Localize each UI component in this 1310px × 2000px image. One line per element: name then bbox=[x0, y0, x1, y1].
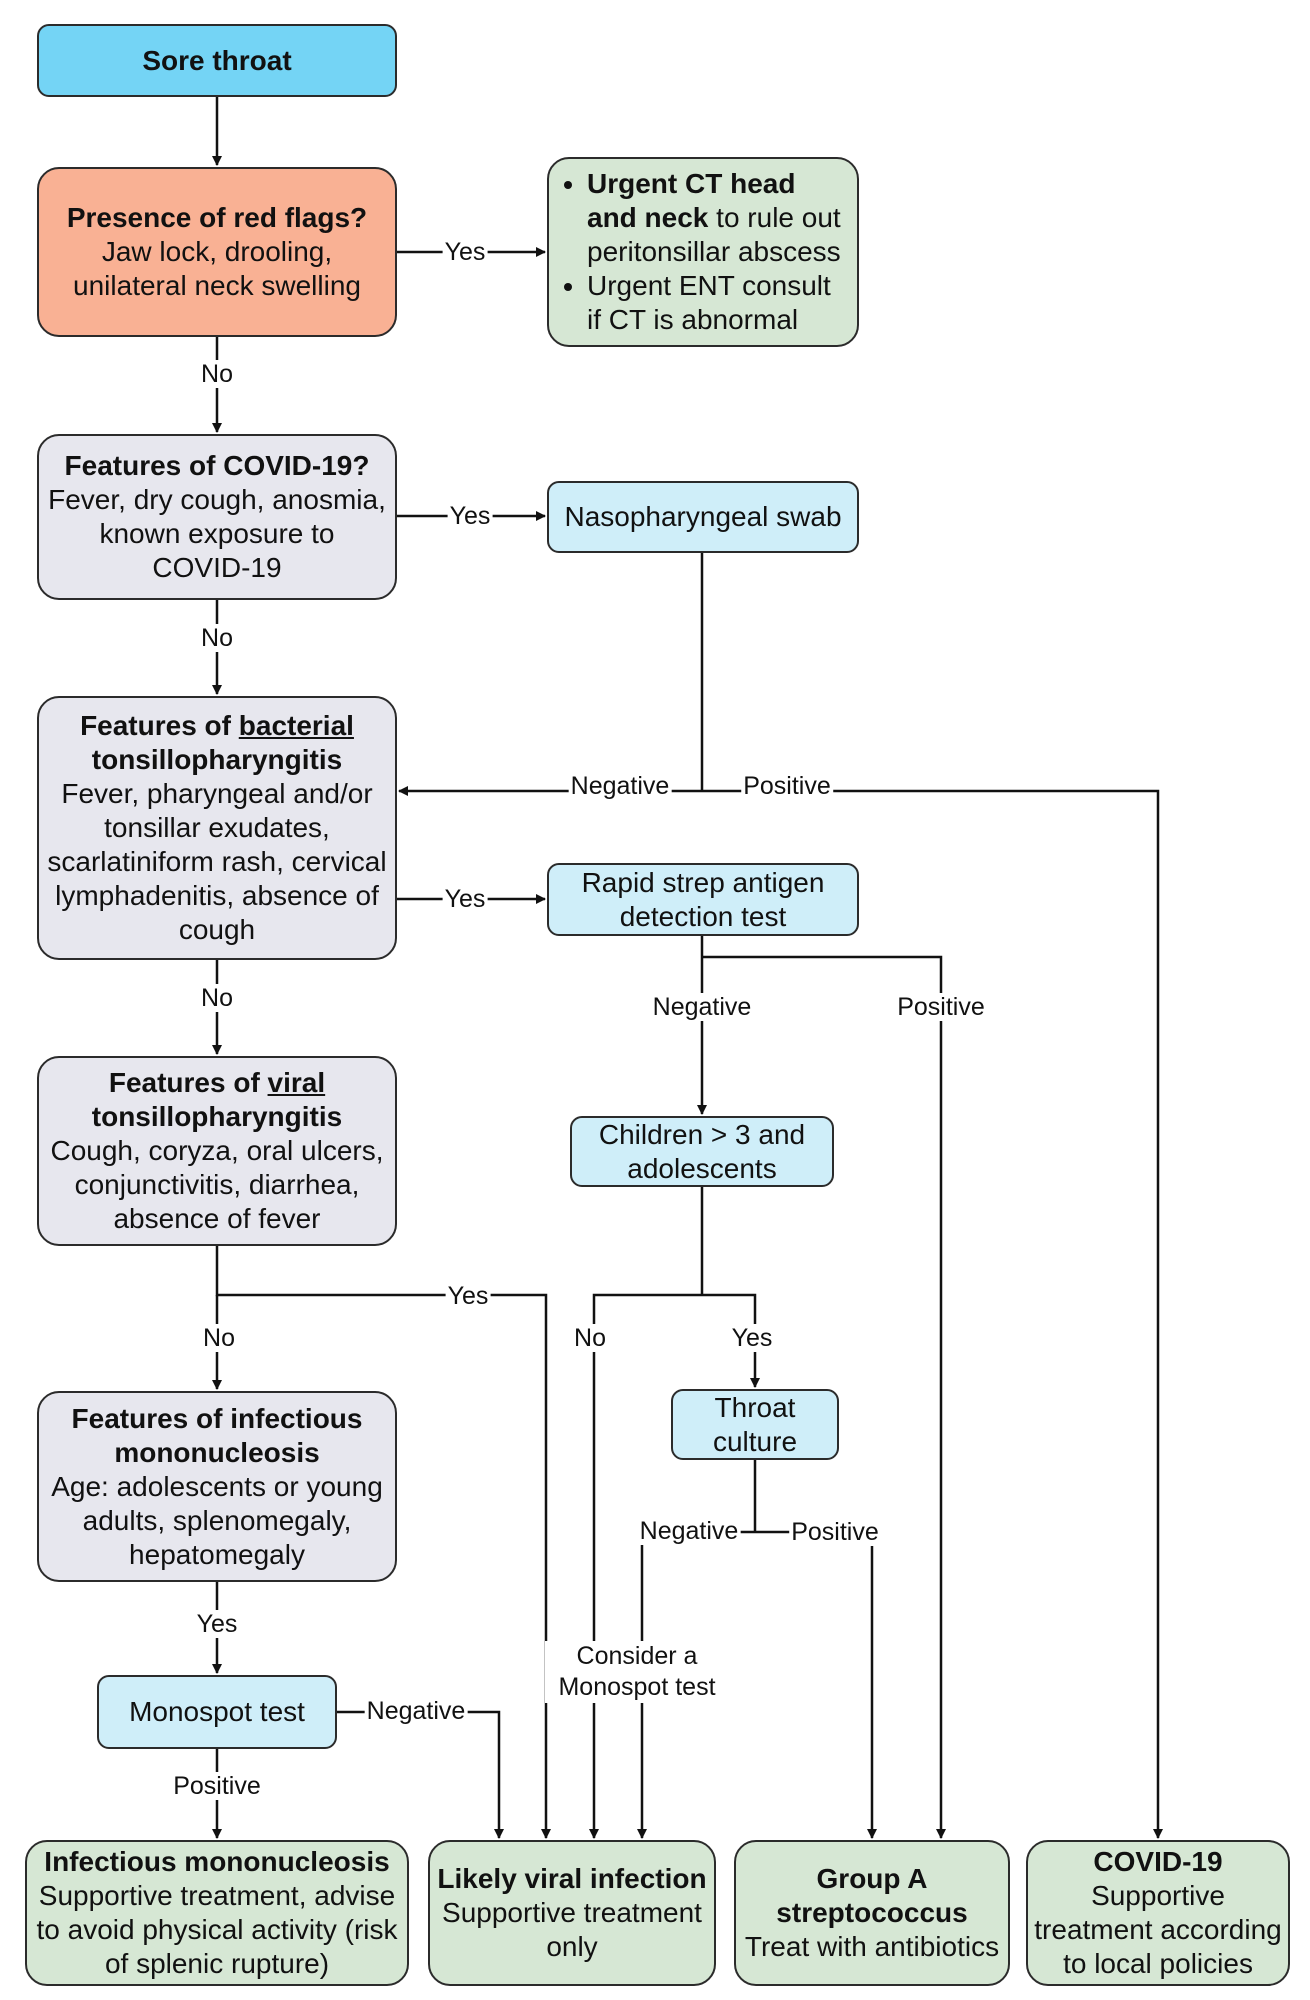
urgent-ct-list: Urgent CT head and neck to rule out peri… bbox=[557, 167, 849, 337]
edge-swab-positive bbox=[702, 789, 1163, 1839]
node-throat-culture: Throat culture bbox=[671, 1389, 839, 1460]
outcome-mono-detail: Supportive treatment, advise to avoid ph… bbox=[36, 1880, 398, 1979]
bacterial-detail: Fever, pharyngeal and/or tonsillar exuda… bbox=[47, 778, 387, 945]
outcome-covid-detail: Supportive treatment according to local … bbox=[1034, 1880, 1282, 1979]
urgent-ct-item-1-rest: to rule out peritonsillar abscess bbox=[587, 202, 841, 267]
viral-title-post: tonsillopharyngitis bbox=[91, 1101, 343, 1132]
node-viral-features: Features of viral tonsillopharyngitis Co… bbox=[37, 1056, 397, 1246]
bacterial-title-underlined: bacterial bbox=[238, 710, 354, 741]
label-swab-negative: Negative bbox=[568, 772, 672, 800]
outcome-gas-detail: Treat with antibiotics bbox=[744, 1931, 1000, 1962]
mono-features-detail: Age: adolescents or young adults, spleno… bbox=[51, 1470, 383, 1570]
viral-title-underlined: viral bbox=[267, 1067, 326, 1098]
node-outcome-gas: Group A streptococcus Treat with antibio… bbox=[734, 1840, 1010, 1986]
covid-features-detail: Fever, dry cough, anosmia, known exposur… bbox=[48, 484, 386, 583]
node-red-flags: Presence of red flags? Jaw lock, droolin… bbox=[37, 167, 397, 337]
swab-title: Nasopharyngeal swab bbox=[564, 501, 842, 532]
edge-children-yes bbox=[702, 1293, 760, 1388]
label-redflags-yes: Yes bbox=[442, 238, 488, 266]
label-covid-no: No bbox=[199, 624, 235, 652]
throat-culture-title: Throat culture bbox=[712, 1391, 798, 1457]
urgent-ct-item-1-bold: Urgent CT head and neck bbox=[587, 168, 796, 233]
label-mono-yes: Yes bbox=[194, 1610, 240, 1638]
outcome-covid-title: COVID-19 bbox=[1093, 1846, 1223, 1877]
node-bacterial-features: Features of bacterial tonsillopharyngiti… bbox=[37, 696, 397, 960]
urgent-ct-item-1: Urgent CT head and neck to rule out peri… bbox=[587, 167, 849, 269]
edge-culture-positive bbox=[755, 1530, 877, 1839]
node-monospot-test: Monospot test bbox=[97, 1675, 337, 1749]
viral-title: Features of viral bbox=[109, 1066, 325, 1100]
label-consider-monospot: Consider a Monospot test bbox=[545, 1641, 729, 1703]
children-title: Children > 3 and adolescents bbox=[598, 1118, 806, 1184]
node-outcome-mono: Infectious mononucleosis Supportive trea… bbox=[25, 1840, 409, 1986]
edge-children-no bbox=[589, 1293, 702, 1839]
node-outcome-covid: COVID-19 Supportive treatment according … bbox=[1026, 1840, 1290, 1986]
label-children-no: No bbox=[572, 1324, 608, 1352]
viral-title-pre: Features of bbox=[108, 1067, 268, 1098]
node-rapid-strep: Rapid strep antigen detection test bbox=[547, 863, 859, 936]
node-outcome-viral: Likely viral infection Supportive treatm… bbox=[428, 1840, 716, 1986]
label-strep-negative: Negative bbox=[650, 993, 754, 1021]
red-flags-detail: Jaw lock, drooling, unilateral neck swel… bbox=[73, 236, 361, 301]
bacterial-title: Features of bacterial bbox=[80, 709, 354, 743]
viral-detail: Cough, coryza, oral ulcers, conjunctivit… bbox=[50, 1135, 384, 1234]
node-urgent-ct: Urgent CT head and neck to rule out peri… bbox=[547, 157, 859, 347]
edge-monospot-negative bbox=[337, 1710, 504, 1839]
outcome-mono-title: Infectious mononucleosis bbox=[44, 1846, 390, 1877]
red-flags-title: Presence of red flags? bbox=[66, 202, 368, 233]
label-covid-yes: Yes bbox=[447, 502, 493, 530]
monospot-title: Monospot test bbox=[129, 1696, 305, 1727]
label-strep-positive: Positive bbox=[895, 993, 987, 1021]
urgent-ct-item-2: Urgent ENT consult if CT is abnormal bbox=[587, 269, 849, 337]
bacterial-title-pre: Features of bbox=[80, 710, 239, 741]
rapid-strep-title: Rapid strep antigen detection test bbox=[581, 866, 825, 932]
node-sore-throat: Sore throat bbox=[37, 24, 397, 97]
outcome-gas-title: Group A streptococcus bbox=[776, 1863, 968, 1928]
node-nasopharyngeal-swab: Nasopharyngeal swab bbox=[547, 481, 859, 553]
label-bacterial-no: No bbox=[199, 984, 235, 1012]
label-bacterial-yes: Yes bbox=[442, 885, 488, 913]
node-covid-features: Features of COVID-19? Fever, dry cough, … bbox=[37, 434, 397, 600]
label-culture-negative: Negative bbox=[637, 1517, 741, 1545]
edge-viral-yes bbox=[215, 1246, 551, 1839]
outcome-viral-detail: Supportive treatment only bbox=[442, 1897, 702, 1962]
bacterial-title-post: tonsillopharyngitis bbox=[91, 744, 343, 775]
label-monospot-positive: Positive bbox=[171, 1772, 263, 1800]
label-swab-positive: Positive bbox=[741, 772, 833, 800]
label-children-yes: Yes bbox=[729, 1324, 775, 1352]
node-mono-features: Features of infectious mononucleosis Age… bbox=[37, 1391, 397, 1582]
node-children: Children > 3 and adolescents bbox=[570, 1116, 834, 1187]
label-redflags-no: No bbox=[199, 360, 235, 388]
label-viral-no: No bbox=[201, 1324, 237, 1352]
label-culture-positive: Positive bbox=[789, 1518, 881, 1546]
outcome-viral-title: Likely viral infection bbox=[437, 1863, 707, 1894]
covid-features-title: Features of COVID-19? bbox=[64, 450, 370, 481]
label-monospot-negative: Negative bbox=[364, 1697, 468, 1725]
label-viral-yes: Yes bbox=[445, 1282, 491, 1310]
mono-features-title: Features of infectious mononucleosis bbox=[71, 1402, 363, 1468]
edge-strep-positive bbox=[702, 955, 946, 1839]
sore-throat-title: Sore throat bbox=[142, 44, 292, 76]
